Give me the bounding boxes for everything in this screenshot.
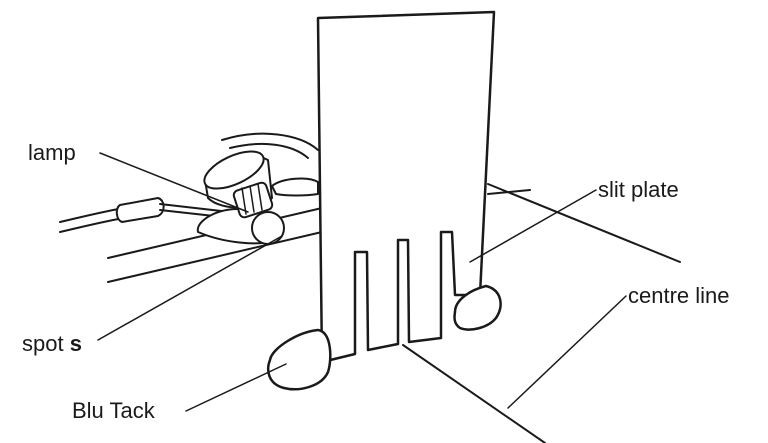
spot-leader bbox=[98, 236, 282, 340]
label-spot-prefix: spot bbox=[22, 331, 70, 356]
label-lamp: lamp bbox=[28, 140, 76, 165]
slit-plate-leader bbox=[470, 190, 596, 262]
blu-tack-leader bbox=[186, 364, 286, 411]
label-blu-tack: Blu Tack bbox=[72, 398, 156, 423]
label-centre-line: centre line bbox=[628, 283, 730, 308]
lamp-assembly bbox=[198, 134, 318, 244]
label-spot: spot s bbox=[22, 331, 82, 356]
crocodile-clip bbox=[117, 198, 164, 222]
blu-tack-left bbox=[268, 330, 330, 389]
label-spot-letter: s bbox=[70, 331, 82, 356]
label-slit-plate: slit plate bbox=[598, 177, 679, 202]
centre-line-leader bbox=[508, 296, 626, 408]
lamp-bulb bbox=[252, 212, 284, 244]
lamp-contact-clip bbox=[272, 179, 318, 196]
